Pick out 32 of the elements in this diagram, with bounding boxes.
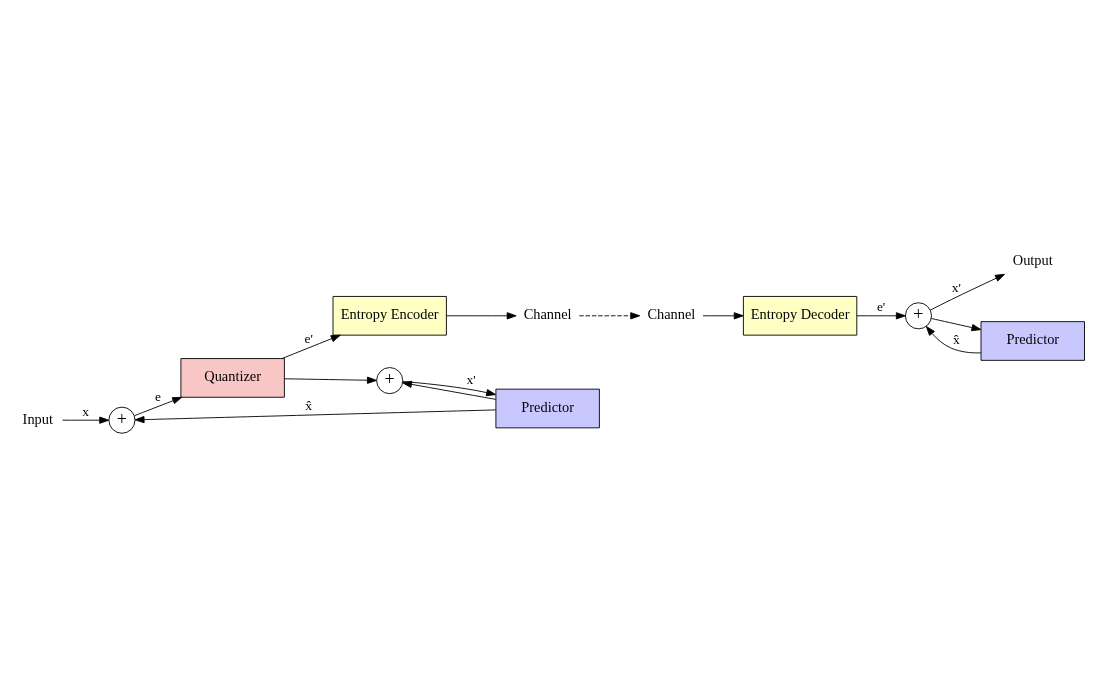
arrow bbox=[930, 318, 982, 332]
node-box: Predictor bbox=[495, 388, 600, 429]
edge-label: e' bbox=[876, 299, 886, 315]
edge-label: x bbox=[82, 403, 89, 419]
node-text: Input bbox=[22, 410, 53, 427]
arrow bbox=[929, 273, 1005, 311]
edge-label: x̂ bbox=[305, 398, 313, 414]
node-text: Channel bbox=[647, 306, 696, 323]
node-text: Channel bbox=[523, 306, 572, 323]
arrow bbox=[281, 334, 341, 359]
edge-label: x' bbox=[951, 279, 961, 295]
node-text: Output bbox=[1012, 252, 1053, 269]
arrow bbox=[446, 312, 517, 320]
node-box: Entropy Decoder bbox=[742, 296, 858, 336]
arrow bbox=[925, 326, 982, 354]
node-box: Entropy Encoder bbox=[332, 296, 447, 336]
arrow bbox=[62, 416, 110, 424]
edge-label: x' bbox=[466, 372, 476, 388]
node-box: Predictor bbox=[980, 321, 1085, 361]
node-circle: + bbox=[376, 367, 404, 395]
arrow bbox=[134, 396, 183, 417]
edge-label: e bbox=[154, 389, 161, 405]
edge-label: x̂ bbox=[952, 331, 960, 347]
arrow bbox=[134, 409, 497, 424]
arrow bbox=[284, 376, 377, 384]
arrow bbox=[702, 312, 744, 320]
edge-label: e' bbox=[304, 330, 313, 346]
node-circle: + bbox=[904, 302, 932, 330]
node-circle: + bbox=[108, 406, 136, 434]
node-box: Quantizer bbox=[180, 358, 285, 398]
arrow bbox=[578, 312, 641, 320]
arrow bbox=[856, 312, 906, 320]
